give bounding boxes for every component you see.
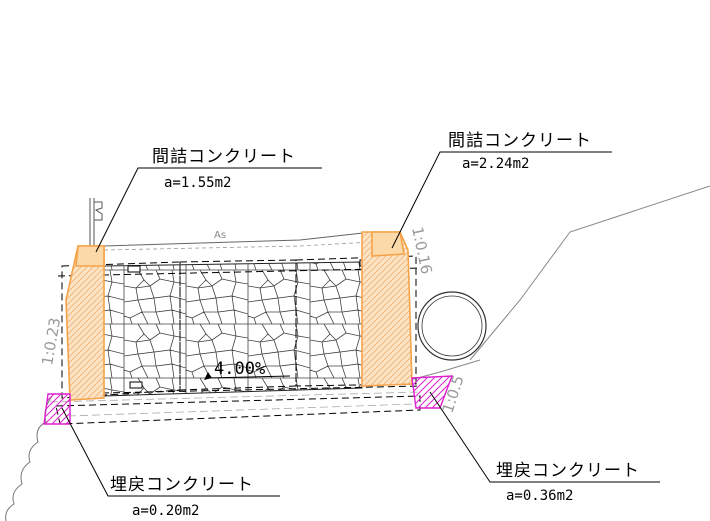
label-bottom-left-title: 埋戻コンクリート	[110, 475, 254, 495]
guardrail	[89, 198, 103, 246]
backfill-concrete-left	[43, 393, 71, 425]
pavement-surface	[103, 231, 373, 247]
ground-line	[469, 185, 710, 361]
filler-concrete-left	[65, 245, 105, 401]
label-bottom-left-area: a=0.20m2	[132, 503, 199, 519]
block-outlines	[55, 255, 421, 425]
label-top-right-title: 間詰コンクリート	[448, 131, 592, 151]
pavement-base	[103, 241, 373, 251]
base-lines	[49, 391, 421, 417]
label-bottom-right-area: a=0.36m2	[506, 488, 573, 504]
grade-indicator	[204, 372, 291, 380]
filler-concrete-right-top	[371, 231, 405, 257]
pavement-label: As	[214, 230, 226, 241]
leader-lines	[61, 151, 660, 497]
grade-label: 4.00%	[214, 359, 265, 379]
slope-left: 1:0.23	[38, 316, 64, 366]
filler-concrete-left-top	[75, 245, 105, 267]
drain-pipe	[417, 291, 487, 361]
backfill-concrete-right	[411, 375, 454, 409]
label-top-left-area: a=1.55m2	[164, 175, 231, 191]
label-top-right-area: a=2.24m2	[462, 156, 529, 172]
label-bottom-right-title: 埋戻コンクリート	[496, 461, 640, 481]
label-top-left-title: 間詰コンクリート	[152, 147, 296, 167]
